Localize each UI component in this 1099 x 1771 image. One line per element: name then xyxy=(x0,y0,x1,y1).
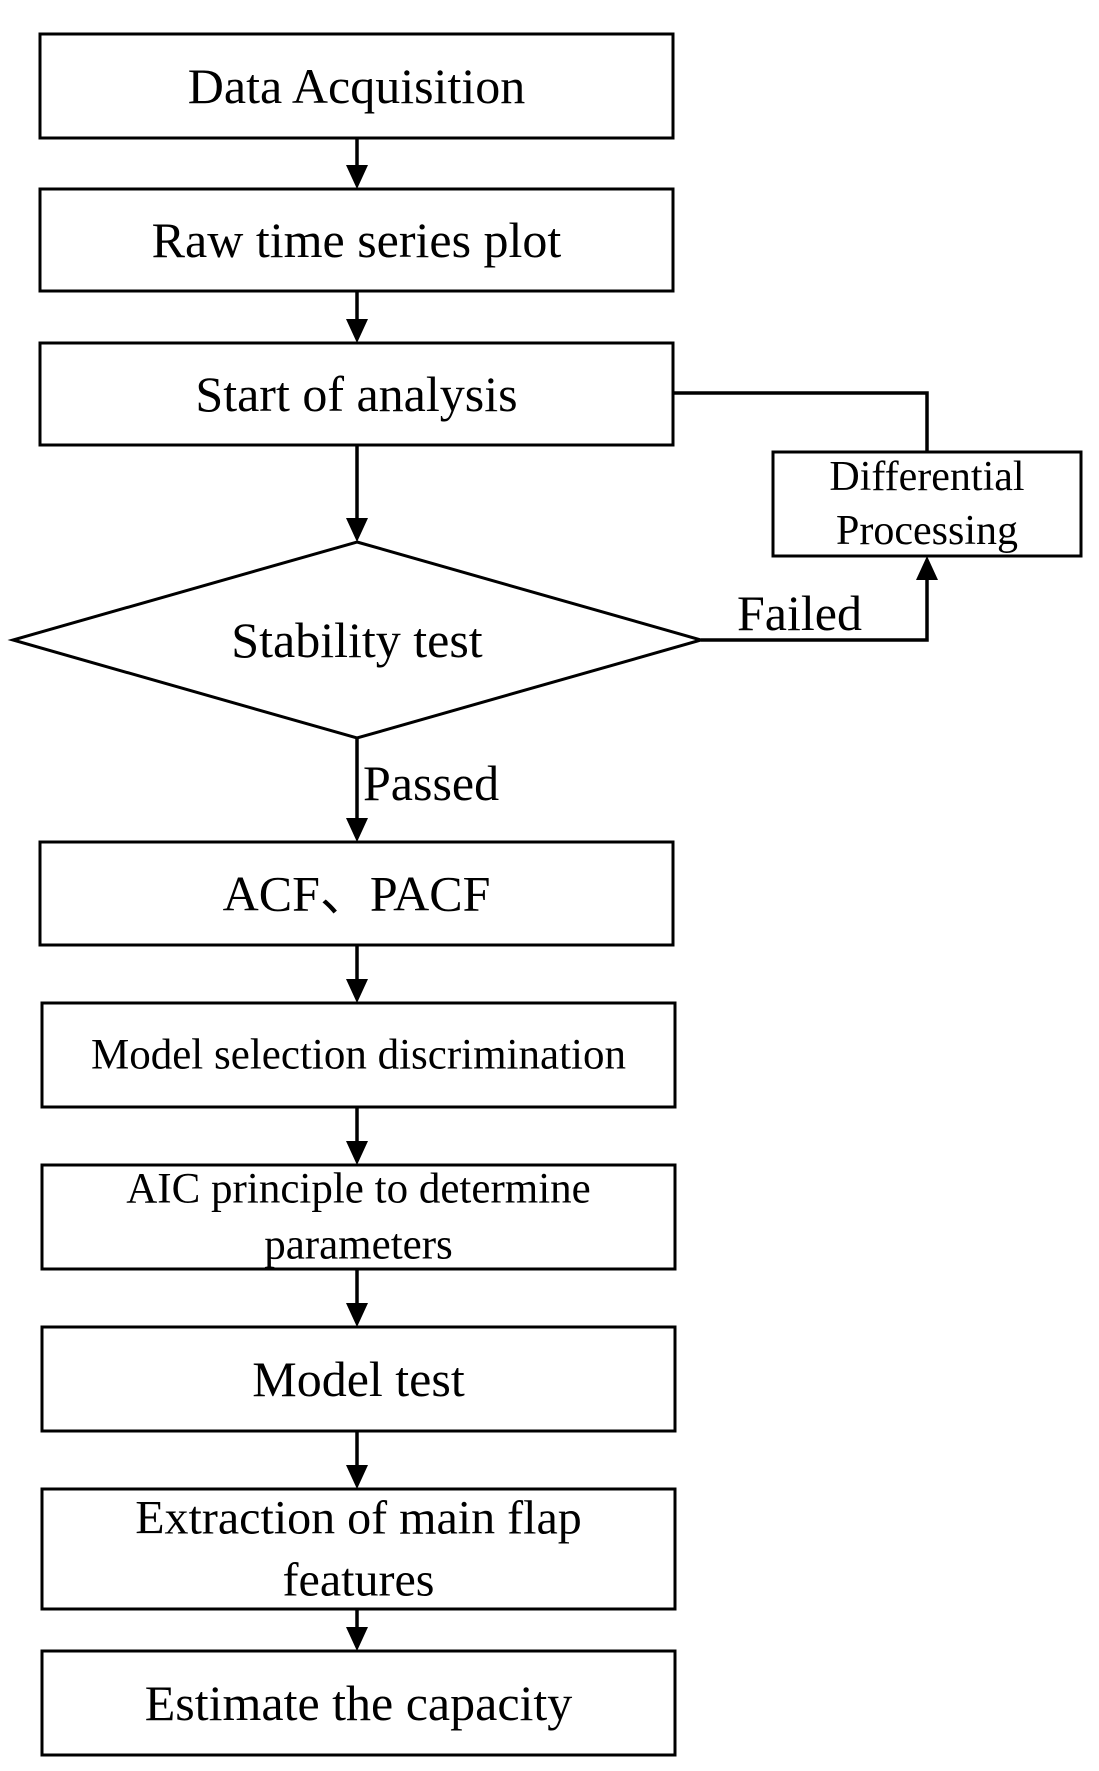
node-label: AIC principle to determine xyxy=(126,1166,591,1213)
node-acf-pacf: ACF、PACF xyxy=(38,840,675,947)
node-shape xyxy=(40,1163,677,1271)
edge-line xyxy=(701,580,929,642)
node-shape xyxy=(40,1001,677,1109)
node-label: ACF、PACF xyxy=(223,866,491,922)
edge-raw-time-series-to-start-analysis xyxy=(346,291,368,343)
node-aic-principle: AIC principle to determine parameters xyxy=(40,1163,677,1271)
arrowhead-icon xyxy=(346,1141,368,1165)
node-label: Estimate the capacity xyxy=(145,1675,573,1731)
node-shape xyxy=(7,540,707,740)
node-stability-test: Stability test xyxy=(7,540,707,740)
node-label: Stability test xyxy=(231,612,483,668)
node-label: Start of analysis xyxy=(195,366,517,422)
node-label: Differential xyxy=(829,454,1024,500)
arrowhead-icon xyxy=(346,1627,368,1651)
node-label: Data Acquisition xyxy=(188,58,525,114)
node-shape xyxy=(40,1487,677,1611)
edge-model-test-to-extraction-features xyxy=(346,1431,368,1489)
edge-differential-processing-to-start-analysis xyxy=(673,391,929,452)
node-label: Processing xyxy=(836,508,1018,554)
arrowhead-icon xyxy=(346,165,368,189)
arrowhead-icon xyxy=(346,1465,368,1489)
node-label: Extraction of main flap xyxy=(135,1492,582,1545)
arrowhead-icon xyxy=(346,979,368,1003)
node-shape xyxy=(38,32,675,140)
edge-data-acquisition-to-raw-time-series xyxy=(346,138,368,189)
arrowhead-icon xyxy=(916,556,938,580)
node-label: Raw time series plot xyxy=(152,212,562,268)
node-shape xyxy=(40,1325,677,1433)
arrowhead-icon xyxy=(346,818,368,842)
arrowhead-icon xyxy=(346,1303,368,1327)
node-shape xyxy=(771,450,1083,558)
node-label: Model selection discrimination xyxy=(91,1032,626,1079)
edge-label-failed: Failed xyxy=(737,585,862,641)
edge-line xyxy=(673,391,929,452)
flowchart-edges xyxy=(346,138,938,1651)
node-estimate-capacity: Estimate the capacity xyxy=(40,1649,677,1757)
node-shape xyxy=(38,341,675,447)
node-start-analysis: Start of analysis xyxy=(38,341,675,447)
arrowhead-icon xyxy=(346,518,368,542)
node-label: parameters xyxy=(264,1222,453,1269)
node-shape xyxy=(38,187,675,293)
edge-stability-test-to-differential-processing xyxy=(701,556,938,642)
edge-start-analysis-to-stability-test xyxy=(346,445,368,542)
edge-label-passed: Passed xyxy=(363,755,499,811)
node-shape xyxy=(38,840,675,947)
node-label: features xyxy=(283,1554,435,1607)
node-extraction-features: Extraction of main flap features xyxy=(40,1487,677,1611)
edge-model-selection-to-aic-principle xyxy=(346,1107,368,1165)
arrowhead-icon xyxy=(346,319,368,343)
node-model-test: Model test xyxy=(40,1325,677,1433)
edge-acf-pacf-to-model-selection xyxy=(346,945,368,1003)
node-data-acquisition: Data Acquisition xyxy=(38,32,675,140)
node-model-selection: Model selection discrimination xyxy=(40,1001,677,1109)
node-raw-time-series: Raw time series plot xyxy=(38,187,675,293)
edge-aic-principle-to-model-test xyxy=(346,1269,368,1327)
edge-extraction-features-to-estimate-capacity xyxy=(346,1609,368,1651)
edge-stability-test-to-acf-pacf xyxy=(346,738,368,842)
node-label: Model test xyxy=(252,1351,465,1407)
node-shape xyxy=(40,1649,677,1757)
